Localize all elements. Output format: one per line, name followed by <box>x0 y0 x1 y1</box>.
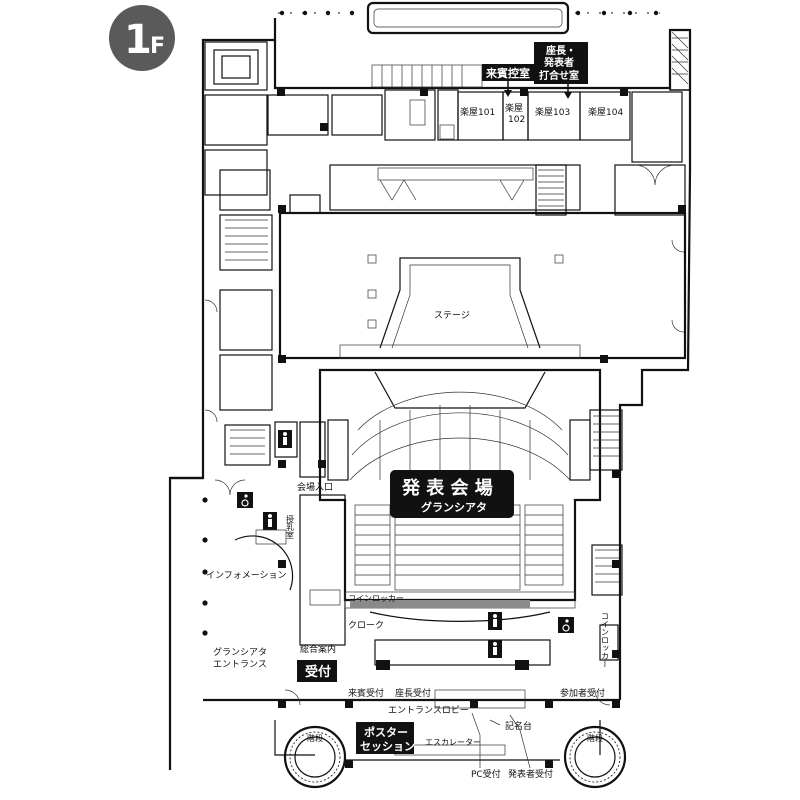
guest-reception-label: 来賓受付 <box>348 687 384 699</box>
coin-locker-center-label: コインロッカー <box>348 594 404 603</box>
fixture <box>515 660 529 670</box>
grand-entrance-l2: エントランス <box>213 659 267 670</box>
attendee-reception-label: 参加者受付 <box>560 687 605 699</box>
venue-title-plate: 発 表 会 場 グランシアタ <box>390 470 514 518</box>
wheelchair-icon <box>237 492 253 508</box>
restroom-icon <box>488 612 502 630</box>
backstage-band <box>219 164 686 216</box>
exterior-dots <box>202 10 660 636</box>
stage-label: ステージ <box>434 310 470 321</box>
guest-lounge-label: 来賓控室 <box>482 64 534 97</box>
green-room-102-a: 楽屋 <box>505 102 523 114</box>
information-label: インフォメーション <box>206 571 287 581</box>
svg-text:階段: 階段 <box>307 733 323 743</box>
green-room-102-b: 102 <box>508 115 525 125</box>
hall-entrance-label: 会場入口 <box>297 481 333 493</box>
upper-left-rooms <box>204 41 483 196</box>
floor-number: 1 <box>124 17 152 63</box>
escalator-label: エスカレーター <box>425 738 481 747</box>
pc-reception-label: PC受付 <box>471 768 501 780</box>
svg-text:受付: 受付 <box>305 664 331 680</box>
green-room-103: 楽屋103 <box>535 106 570 118</box>
cloak-label: クローク <box>348 620 384 631</box>
restroom-icon <box>488 640 502 658</box>
wheelchair-icon <box>558 617 574 633</box>
fixture <box>376 660 390 670</box>
floor-suffix: F <box>150 34 165 59</box>
grand-entrance-l1: グランシアタ <box>213 646 267 658</box>
svg-text:打合せ室: 打合せ室 <box>539 69 579 82</box>
leader-lines <box>471 712 531 769</box>
pillars <box>277 88 686 768</box>
information-desk <box>234 529 294 591</box>
venue-subtitle: グランシアタ <box>421 500 487 514</box>
canopy <box>366 1 570 35</box>
stair-tower-right: 階段 <box>563 725 627 789</box>
poster-session-label: ポスター セッション <box>356 722 415 754</box>
coin-locker-right-label: コインロッカー <box>601 612 610 668</box>
stage-hall: ステージ <box>278 211 687 360</box>
right-service-column <box>589 409 623 661</box>
svg-text:来賓控室: 来賓控室 <box>485 66 530 80</box>
dressing-rooms: 楽屋101 楽屋 102 楽屋103 楽屋104 <box>384 89 683 163</box>
venue-title: 発 表 会 場 <box>401 477 493 499</box>
restroom-icon <box>278 430 292 448</box>
svg-text:階段: 階段 <box>587 733 603 743</box>
restroom-icon <box>263 512 277 530</box>
reception-label: 受付 <box>297 660 337 682</box>
svg-text:セッション: セッション <box>360 740 415 753</box>
general-info-label: 総合案内 <box>300 643 336 655</box>
svg-text:ポスター: ポスター <box>364 725 408 739</box>
svg-text:座長・: 座長・ <box>545 44 576 57</box>
building-outline <box>168 18 692 770</box>
stair-tower-left: 階段 <box>283 725 347 789</box>
svg-text:発表者: 発表者 <box>543 56 574 69</box>
chair-room-label: 座長・ 発表者 打合せ室 <box>534 42 588 99</box>
doors <box>204 239 685 706</box>
name-desk-label: 記名台 <box>505 720 532 732</box>
green-room-101: 楽屋101 <box>460 106 495 118</box>
nursing-room-label: 授乳室 <box>286 514 295 539</box>
green-room-104: 楽屋104 <box>588 106 623 118</box>
presenter-reception-label: 発表者受付 <box>508 768 553 780</box>
floor-badge: 1 F <box>109 5 175 71</box>
chair-reception-label: 座長受付 <box>395 687 431 699</box>
entrance-lobby-label: エントランスロビー <box>388 705 469 716</box>
left-service-column <box>219 214 326 478</box>
